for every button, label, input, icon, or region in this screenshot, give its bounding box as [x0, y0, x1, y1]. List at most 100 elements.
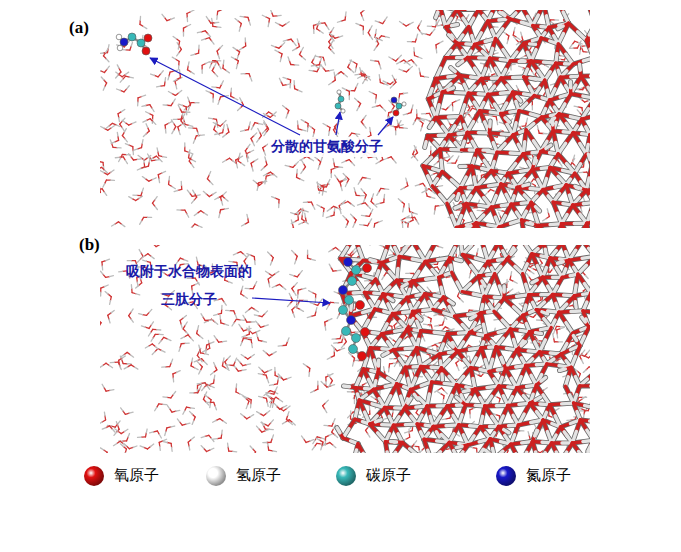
water-bond [122, 224, 125, 226]
water-bond [513, 31, 515, 35]
water-bond [375, 99, 377, 103]
water-bond [317, 23, 321, 25]
hydrate-bond-outline [533, 10, 544, 26]
hydrate-bond-outline [558, 10, 569, 23]
hydrate-bond-outline [534, 80, 544, 95]
water-bond [577, 110, 580, 113]
water-bond [257, 139, 259, 142]
water-bond [146, 112, 150, 114]
hydrate-bond-outline [586, 135, 590, 155]
water-bond [370, 26, 372, 30]
water-bond [434, 162, 437, 165]
water-bond [525, 122, 527, 126]
water-bond [222, 201, 223, 205]
water-bond [223, 121, 226, 124]
water-bond [253, 180, 256, 182]
water-bond [116, 125, 120, 127]
water-bond [178, 65, 180, 69]
water-bond [126, 154, 130, 155]
water-bond [146, 104, 150, 106]
water-bond [343, 178, 346, 181]
water-bond [139, 196, 142, 198]
water-bond [265, 176, 267, 180]
water-bond [303, 202, 307, 203]
water-bond [510, 66, 512, 70]
water-bond [161, 71, 164, 74]
water-bond [198, 132, 199, 136]
water-bond [206, 91, 210, 93]
water-bond [257, 183, 259, 187]
hydrate-bond-outline [541, 27, 549, 38]
water-bond [374, 224, 376, 228]
water-bond [250, 77, 251, 81]
water-bond [115, 157, 119, 159]
water-bond [216, 15, 218, 19]
water-bond [437, 20, 439, 23]
water-bond [511, 64, 515, 66]
hydrate-bond-outline [447, 188, 461, 203]
hydrate-bond-outline [550, 154, 558, 168]
hydrate-bond-outline [587, 10, 590, 25]
water-bond [211, 18, 213, 22]
water-bond [247, 154, 249, 158]
water-bond [235, 160, 237, 164]
water-bond [516, 42, 519, 44]
water-bond [273, 112, 276, 115]
water-bond [356, 83, 358, 87]
water-bond [412, 105, 413, 109]
water-bond [152, 108, 154, 111]
water-bond [414, 146, 416, 150]
water-bond [370, 219, 372, 222]
water-bond [394, 160, 397, 163]
water-bond [223, 192, 226, 195]
hydrate-bond-outline [523, 130, 526, 154]
water-bond [579, 41, 581, 45]
hydrate-bond-outline [558, 133, 573, 154]
water-bond [169, 121, 173, 123]
water-bond [225, 198, 228, 201]
water-bond [311, 65, 315, 67]
water-bond [172, 130, 174, 133]
water-bond [480, 63, 484, 65]
water-bond [189, 227, 192, 228]
water-bond [427, 25, 431, 27]
water-bond [168, 92, 171, 94]
water-bond [268, 19, 270, 23]
water-bond [432, 29, 435, 32]
water-bond [191, 154, 193, 158]
hydrate-bond-outline [523, 154, 532, 170]
water-bond [296, 162, 299, 165]
hydrate-bond-outline [586, 25, 590, 40]
water-bond [285, 165, 289, 167]
hydrate-bond-outline [556, 63, 561, 77]
water-bond [407, 227, 409, 228]
water-bond [117, 114, 119, 118]
water-bond [533, 72, 535, 75]
water-bond [399, 125, 403, 126]
hydrate-bond-outline [480, 111, 490, 133]
water-bond [263, 174, 267, 176]
water-bond [368, 77, 371, 80]
water-bond [507, 36, 509, 40]
water-bond [304, 213, 306, 217]
water-bond [434, 210, 436, 214]
hydrate-bond-outline [586, 166, 590, 191]
water-bond [399, 55, 402, 58]
water-bond [560, 163, 562, 166]
water-bond [305, 221, 308, 223]
hydrate-bond-outline [449, 35, 457, 44]
water-bond [175, 85, 177, 89]
water-bond [415, 185, 419, 186]
water-bond [314, 157, 317, 160]
water-bond [398, 98, 400, 102]
water-bond [220, 45, 223, 48]
water-bond [387, 117, 389, 121]
water-bond [447, 119, 449, 122]
water-bond [240, 16, 244, 18]
hydrate-bond-outline [508, 173, 517, 187]
hydrate-bond-outline [553, 185, 566, 202]
water-bond [383, 194, 385, 198]
water-bond [226, 124, 228, 128]
water-bond [286, 114, 287, 118]
water-bond [385, 36, 389, 38]
